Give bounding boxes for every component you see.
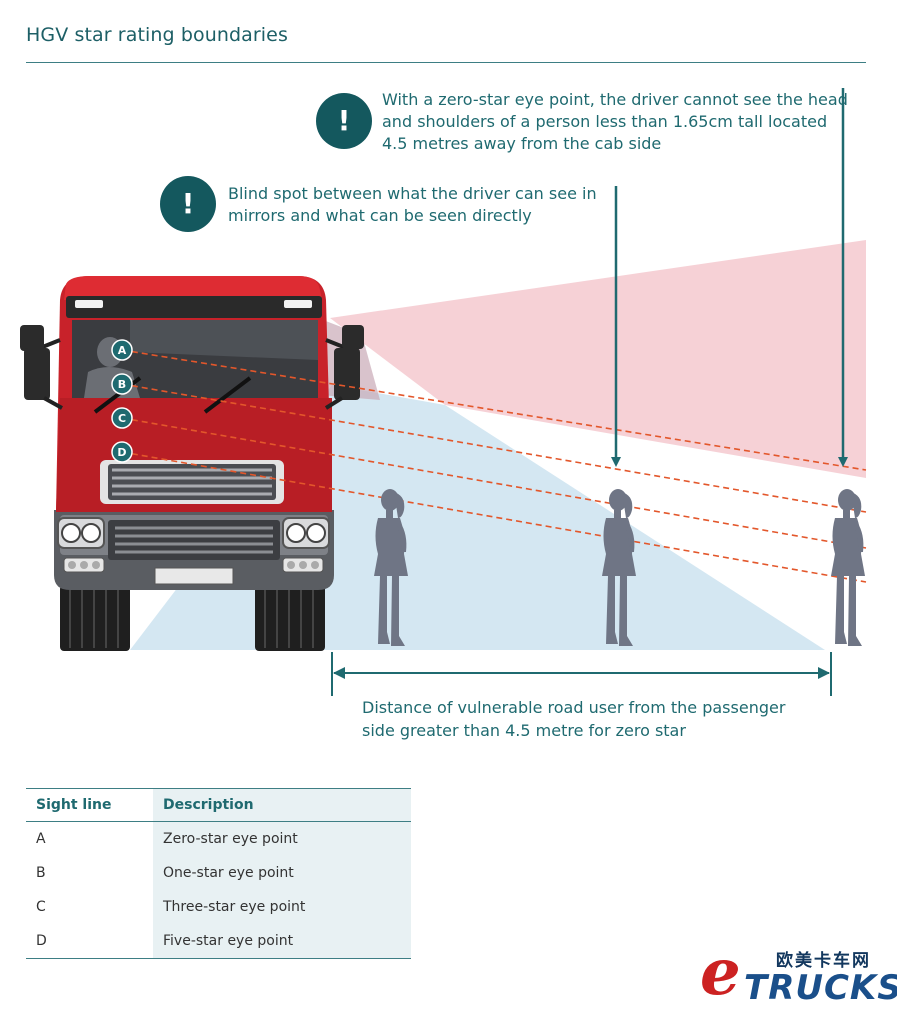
table-row: D Five-star eye point xyxy=(26,924,411,959)
marker-a: A xyxy=(118,344,127,357)
logo-word: TRUCKS xyxy=(744,968,897,1008)
legend-header-row: Sight line Description xyxy=(26,788,411,822)
pedestrian-far xyxy=(831,489,865,646)
legend-cell-line: A xyxy=(36,831,46,847)
marker-d: D xyxy=(117,446,126,459)
sight-line-legend: Sight line Description A Zero-star eye p… xyxy=(26,788,411,959)
marker-c: C xyxy=(118,412,126,425)
alert-icon-blind-spot: ! xyxy=(160,176,216,232)
legend-cell-description: Five-star eye point xyxy=(153,924,411,959)
legend-cell-line: B xyxy=(36,865,46,881)
title-divider xyxy=(26,62,866,63)
legend-header-sight-line: Sight line xyxy=(26,788,153,822)
alert-icon-zero-star: ! xyxy=(316,93,372,149)
logo-chinese: 欧美卡车网 xyxy=(776,951,871,971)
legend-cell-description: Zero-star eye point xyxy=(153,821,411,856)
table-row: C Three-star eye point xyxy=(26,890,411,924)
sight-line-c xyxy=(121,417,867,549)
legend-cell-line: C xyxy=(36,899,46,915)
legend-cell-description: Three-star eye point xyxy=(153,890,411,924)
distance-label: Distance of vulnerable road user from th… xyxy=(362,698,786,740)
sight-line-markers: A B C D xyxy=(111,339,133,463)
sight-line-b xyxy=(121,383,867,513)
legend-cell-description: One-star eye point xyxy=(153,856,411,890)
truck xyxy=(20,276,364,651)
sight-line-a xyxy=(121,349,867,471)
table-row: B One-star eye point xyxy=(26,856,411,890)
sight-line-d xyxy=(121,451,867,583)
callout-zero-star: With a zero-star eye point, the driver c… xyxy=(382,90,848,153)
pink-blind-zone xyxy=(330,240,866,478)
table-row: A Zero-star eye point xyxy=(26,821,411,856)
callout-blind-spot: Blind spot between what the driver can s… xyxy=(228,184,597,225)
marker-b: B xyxy=(118,378,126,391)
logo-letter: e xyxy=(700,935,741,1010)
page-title: HGV star rating boundaries xyxy=(26,24,288,46)
legend-cell-line: D xyxy=(36,933,47,949)
legend-header-description: Description xyxy=(153,788,411,822)
